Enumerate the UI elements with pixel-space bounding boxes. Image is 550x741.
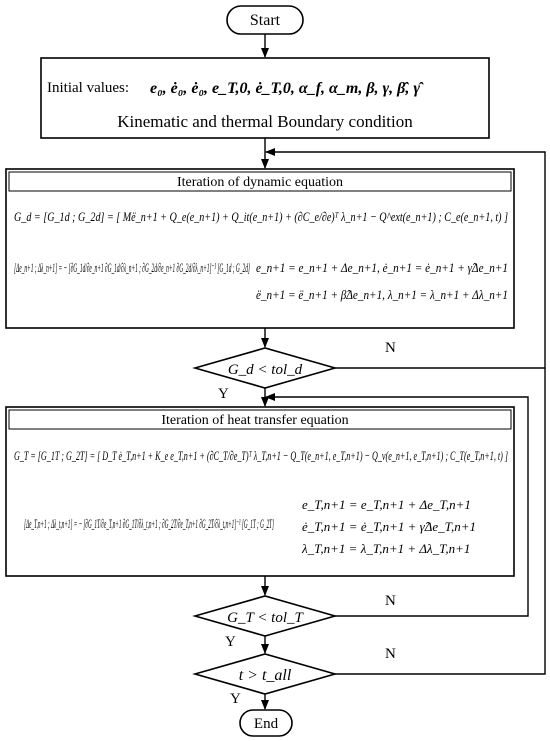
decision-heat: G_T < tol_T <box>192 595 338 637</box>
init-boundary: Kinematic and thermal Boundary condition <box>117 112 413 131</box>
loop-no-time <box>335 368 546 675</box>
no-label-heat: N <box>385 593 396 609</box>
heat-eq-update3: λ_T,n+1 = λ_T,n+1 + Δλ_T,n+1 <box>301 541 470 556</box>
end-node: End <box>239 709 293 737</box>
dynamic-eq-update2: ë_n+1 = ë_n+1 + β̂Δe_n+1, λ_n+1 = λ_n+1 … <box>256 287 508 302</box>
no-label-dynamic: N <box>385 340 396 356</box>
init-vars: e₀, ė₀, ė₀, e_T,0, ė_T,0, α_f, α_m, β, γ… <box>150 80 424 97</box>
dynamic-title: Iteration of dynamic equation <box>177 175 343 190</box>
yes-label-dynamic: Y <box>218 386 229 402</box>
heat-title: Iteration of heat transfer equation <box>161 413 348 428</box>
start-node: Start <box>226 5 304 35</box>
dynamic-eq-delta: [Δe_n+1 ; Δλ_n+1] = − [∂G_1d/∂e_n+1 ∂G_1… <box>14 260 250 275</box>
no-label-time: N <box>385 646 396 662</box>
loop-no-dynamic <box>265 148 546 369</box>
end-label: End <box>254 716 279 732</box>
dynamic-eq-g: G_d = [G_1d ; G_2d] = [ Më_n+1 + Q_e(e_n… <box>14 209 508 224</box>
heat-eq-update2: ė_T,n+1 = ė_T,n+1 + γ̂Δe_T,n+1 <box>302 519 476 534</box>
init-box: Initial values: e₀, ė₀, ė₀, e_T,0, ė_T,0… <box>40 57 490 139</box>
heat-block: Iteration of heat transfer equation G_T … <box>5 406 515 577</box>
yes-label-time: Y <box>230 691 241 707</box>
heat-eq-update1: e_T,n+1 = e_T,n+1 + Δe_T,n+1 <box>302 497 471 512</box>
dynamic-eq-update1: e_n+1 = e_n+1 + Δe_n+1, ė_n+1 = ė_n+1 + … <box>256 260 508 275</box>
yes-label-heat: Y <box>225 634 236 650</box>
decision-dynamic-label: G_d < tol_d <box>228 362 303 378</box>
decision-time: t > t_all <box>192 653 338 695</box>
start-label: Start <box>250 12 281 29</box>
dynamic-block: Iteration of dynamic equation G_d = [G_1… <box>5 168 515 329</box>
decision-time-label: t > t_all <box>239 667 292 684</box>
heat-eq-g: G_T = [G_1T ; G_2T] = [ D_T ė_T,n+1 + K_… <box>14 448 508 463</box>
decision-dynamic: G_d < tol_d <box>192 347 338 389</box>
init-label: Initial values: <box>47 80 129 96</box>
heat-eq-delta: [Δe_T,n+1 ; Δλ_t,n+1] = − [∂G_1T/∂e_T,n+… <box>24 516 274 531</box>
decision-heat-label: G_T < tol_T <box>227 610 304 626</box>
loop-no-heat <box>265 393 529 617</box>
